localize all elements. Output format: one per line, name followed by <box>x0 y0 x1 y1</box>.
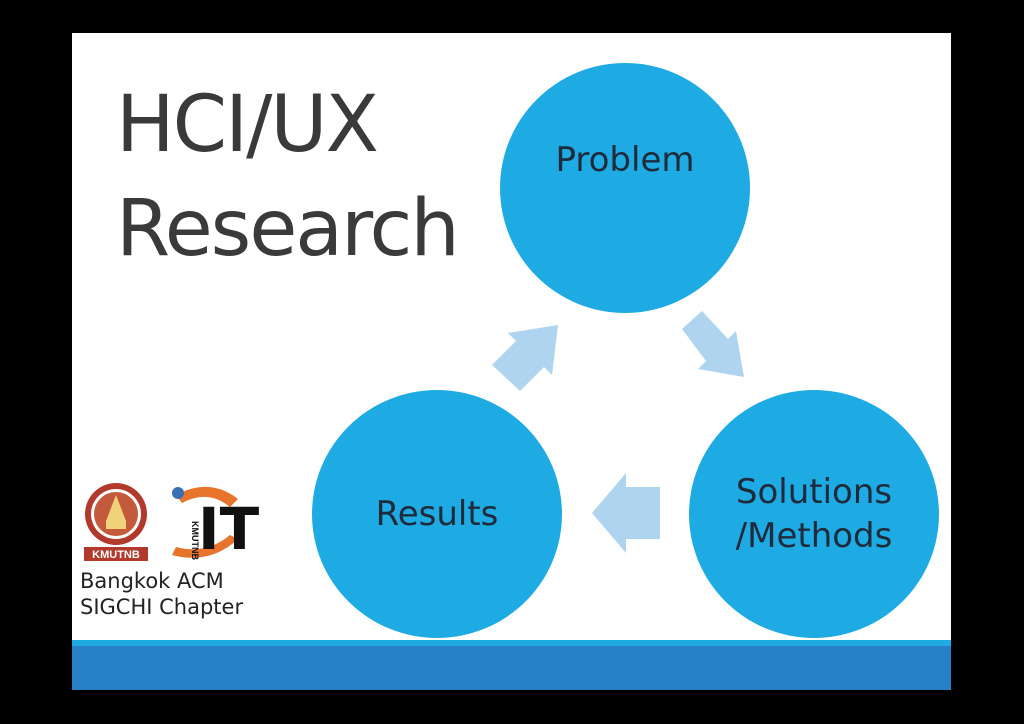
cycle-node-label-line-1: Solutions <box>735 472 893 512</box>
chapter-line-1: Bangkok ACM <box>80 569 224 593</box>
chapter-name: Bangkok ACM SIGCHI Chapter <box>80 568 243 620</box>
cycle-node-results: Results <box>312 390 562 638</box>
arrow-down-right-icon <box>682 311 744 377</box>
kmutnb-label-bg <box>84 547 148 561</box>
cycle-node-problem: Problem <box>500 63 750 313</box>
title-line-2: Research <box>116 184 460 274</box>
footer-band <box>72 646 951 690</box>
slide-title: HCI/UX Research <box>116 73 460 281</box>
cycle-node-label-line-2: /Methods <box>735 516 893 556</box>
chapter-line-2: SIGCHI Chapter <box>80 595 244 619</box>
cycle-node-solutions: Solutions /Methods <box>689 390 939 638</box>
cycle-node-label: Problem <box>555 140 695 180</box>
title-line-1: HCI/UX <box>116 80 379 170</box>
arrow-up-right-icon <box>492 325 558 391</box>
slide: HCI/UX Research Problem Solutions /Metho… <box>72 33 951 690</box>
it-logo-text: IT <box>198 495 260 561</box>
logos: KMUTNB IT KMUTNB <box>84 483 260 561</box>
footer-band-accent <box>72 640 951 646</box>
cycle-node-label: Results <box>375 494 499 534</box>
cycle-node-label: Solutions /Methods <box>736 470 893 558</box>
it-logo-subtext: KMUTNB <box>190 521 200 560</box>
kmutnb-seal-icon <box>85 483 147 545</box>
kmutnb-logo-text: KMUTNB <box>92 549 140 561</box>
it-logo-icon <box>172 486 238 558</box>
arrow-left-icon <box>592 473 660 553</box>
